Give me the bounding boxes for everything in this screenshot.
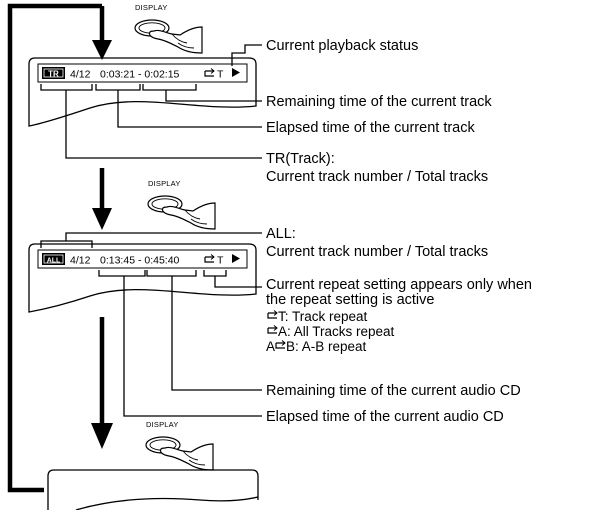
label-repeat-track: T: Track repeat [278, 309, 368, 324]
repeat-icon [204, 67, 215, 77]
leader-elapsed-track [95, 84, 262, 128]
label-repeat-all: A: All Tracks repeat [278, 324, 395, 339]
repeat-icon [275, 339, 286, 349]
label-remaining-cd: Remaining time of the current audio CD [266, 383, 521, 399]
display-button-2-label: DISPLAY [148, 179, 181, 188]
label-all-desc: Current track number / Total tracks [266, 244, 488, 260]
leader-elapsed-cd [98, 270, 262, 417]
tv-screen-3 [47, 469, 259, 510]
flow-arrow-1-head [92, 40, 112, 60]
hand-press-icon [134, 19, 203, 54]
badge-tr [42, 67, 65, 79]
osd-1-repeat: T [217, 69, 224, 81]
label-tr-desc: Current track number / Total tracks [266, 169, 488, 185]
tv-screen-1-frame [28, 57, 257, 127]
label-all-title: ALL: [266, 226, 296, 242]
repeat-icon [204, 253, 215, 263]
label-repeat-line1: Current repeat setting appears only when [266, 277, 532, 293]
osd-bar-2 [37, 249, 248, 269]
play-icon [232, 68, 240, 77]
osd-2-track: 4/12 [70, 255, 91, 267]
tv-screen-2-frame [28, 243, 257, 313]
flow-arrow-2-head [92, 208, 112, 230]
display-button-1: DISPLAY [134, 3, 203, 54]
leader-remaining-track [142, 84, 262, 102]
badge-tr-label: TR [48, 70, 59, 79]
tv-screen-2: ALL 4/12 0:13:45 - 0:45:40 T [28, 243, 257, 313]
osd-2-time: 0:13:45 - 0:45:40 [100, 255, 180, 267]
label-repeat-line2: the repeat setting is active [266, 292, 434, 308]
osd-2-repeat: T [217, 255, 224, 267]
display-button-1-label: DISPLAY [135, 3, 168, 12]
tv-screen-3-curve [75, 496, 259, 510]
label-elapsed-track: Elapsed time of the current track [266, 120, 475, 136]
hand-press-icon [145, 436, 214, 471]
osd-1-time: 0:03:21 - 0:02:15 [100, 69, 180, 81]
repeat-icon [267, 324, 278, 334]
hand-press-icon [147, 195, 216, 230]
osd-bar-1 [37, 63, 248, 83]
display-button-3-label: DISPLAY [146, 420, 179, 429]
leader-tr [40, 84, 262, 159]
label-repeat-ab-a: A [266, 339, 275, 354]
label-remaining-track: Remaining time of the current track [266, 94, 492, 110]
repeat-icon [267, 309, 278, 319]
label-repeat-ab-b: B: A-B repeat [286, 339, 367, 354]
display-button-3: DISPLAY [145, 420, 214, 471]
leader-all [40, 232, 262, 248]
leader-repeat [203, 270, 262, 288]
tv-screen-3-frame [47, 469, 259, 510]
tv-screen-1: TR 4/12 0:03:21 - 0:02:15 T [28, 57, 257, 127]
flow-arrow-3-head [91, 423, 113, 449]
badge-all-label: ALL [47, 258, 61, 265]
leader-playback-status [231, 44, 262, 66]
label-tr-title: TR(Track): [266, 151, 335, 167]
loop-line [7, 3, 102, 493]
label-playback-status: Current playback status [266, 38, 418, 54]
leader-remaining-cd [146, 270, 262, 391]
osd-1-track: 4/12 [70, 69, 91, 81]
play-icon [232, 254, 240, 263]
label-elapsed-cd: Elapsed time of the current audio CD [266, 409, 504, 425]
badge-all [42, 253, 65, 265]
display-button-2: DISPLAY [147, 179, 216, 230]
